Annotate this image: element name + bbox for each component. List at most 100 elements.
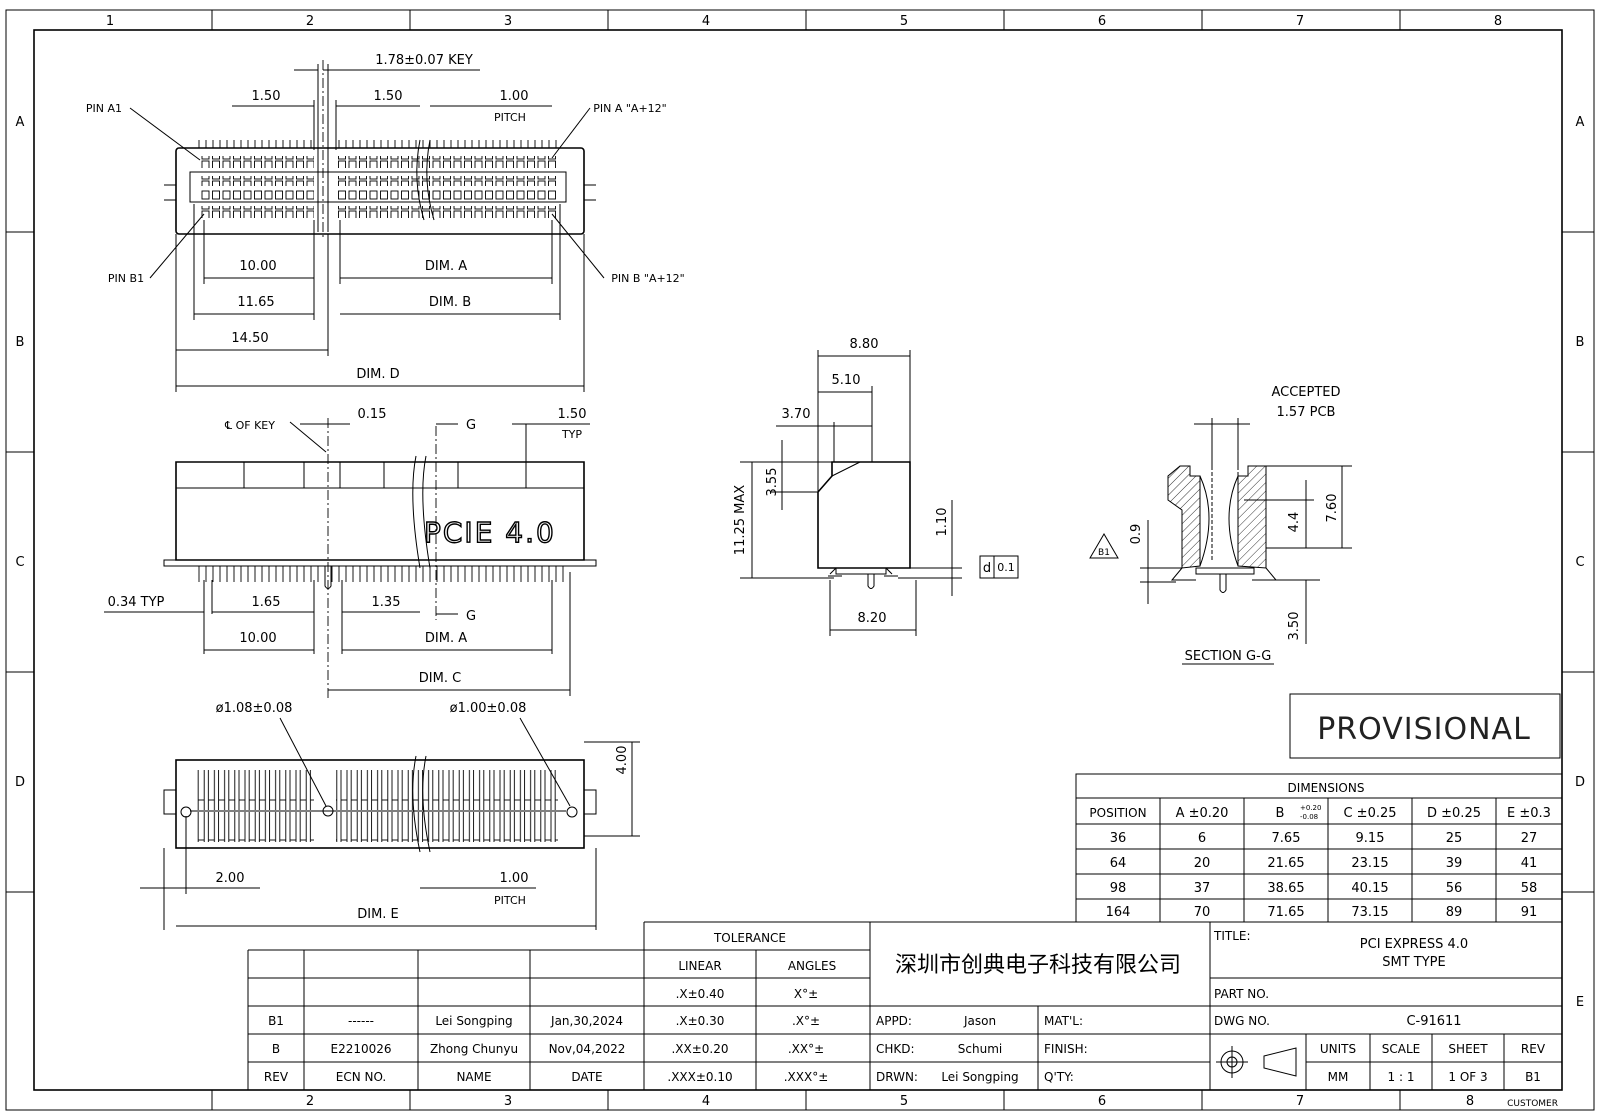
rev-cell: B1 (268, 1014, 284, 1028)
table-header: E ±0.3 (1507, 806, 1551, 821)
dim-1-65: 1.65 (252, 595, 281, 610)
appd-value: Jason (963, 1014, 996, 1028)
table-cell: 23.15 (1351, 856, 1388, 871)
date-cell: Jan,30,2024 (550, 1014, 623, 1028)
dimensions-title: DIMENSIONS (1288, 781, 1365, 795)
scale-value: 1 : 1 (1388, 1070, 1415, 1084)
side-view: 8.80 5.10 3.70 3.55 11.25 MAX 1.10 d 0.1… (733, 337, 1019, 636)
b-tolerance-minus: -0.08 (1300, 813, 1318, 821)
table-cell: 98 (1110, 881, 1127, 896)
units-value: MM (1328, 1070, 1349, 1084)
col-label: 8 (1466, 1094, 1474, 1109)
rev-header: REV (264, 1070, 289, 1084)
dim-0-15: 0.15 (358, 407, 387, 422)
dim-4-4: 4.4 (1287, 512, 1302, 533)
tolerance-angle: .XX°± (788, 1042, 824, 1056)
tolerance-angle: X°± (794, 987, 818, 1001)
projection-symbol-icon (1216, 1046, 1297, 1078)
table-cell: 21.65 (1267, 856, 1304, 871)
provisional-label: PROVISIONAL (1317, 712, 1531, 747)
table-cell: 9.15 (1356, 831, 1385, 846)
tolerance-angle: .XXX°± (784, 1070, 829, 1084)
rev-b1-triangle: B1 (1098, 548, 1110, 558)
dim-c-label: DIM. C (419, 671, 461, 686)
chkd-label: CHKD: (876, 1042, 915, 1056)
table-cell: 36 (1110, 831, 1127, 846)
title-label: TITLE: (1213, 929, 1251, 943)
pcb-thickness: 1.57 PCB (1277, 405, 1336, 420)
dim-11-65: 11.65 (237, 295, 274, 310)
dim-10-00: 10.00 (239, 259, 276, 274)
col-label: 6 (1098, 14, 1106, 29)
row-label: A (1576, 115, 1585, 130)
table-cell: 38.65 (1267, 881, 1304, 896)
tolerance-angle: .X°± (792, 1014, 820, 1028)
dim-1-35: 1.35 (372, 595, 401, 610)
date-header: DATE (571, 1070, 602, 1084)
name-header: NAME (456, 1070, 491, 1084)
dim-1-50-right: 1.50 (374, 89, 403, 104)
title-block: TOLERANCE LINEAR ANGLES .X±0.40 X°± .X±0… (644, 921, 1562, 1090)
finish-label: FINISH: (1044, 1042, 1088, 1056)
rev-value: B1 (1525, 1070, 1541, 1084)
centerline-key-label: ℄ OF KEY (224, 419, 275, 432)
table-cell: 20 (1194, 856, 1211, 871)
table-cell: 39 (1446, 856, 1463, 871)
pin-a-end-label: PIN A "A+12" (593, 102, 666, 115)
table-cell: 58 (1521, 881, 1538, 896)
table-cell: 40.15 (1351, 881, 1388, 896)
section-mark-top: G (466, 418, 476, 433)
col-label: 7 (1296, 14, 1304, 29)
table-header: POSITION (1089, 806, 1146, 820)
col-label: 5 (900, 1094, 908, 1109)
col-label: 4 (702, 1094, 710, 1109)
appd-label: APPD: (876, 1014, 912, 1028)
table-cell: 37 (1194, 881, 1211, 896)
table-header: D ±0.25 (1427, 806, 1481, 821)
qty-label: Q'TY: (1044, 1070, 1074, 1084)
dim-14-50: 14.50 (231, 331, 268, 346)
table-cell: 70 (1194, 905, 1211, 920)
dim-0-9: 0.9 (1129, 524, 1144, 545)
pin-b-end-label: PIN B "A+12" (611, 272, 685, 285)
col-label: 8 (1494, 14, 1502, 29)
typ-label: TYP (561, 428, 582, 441)
linear-header: LINEAR (678, 959, 721, 973)
table-header: C ±0.25 (1343, 806, 1396, 821)
tolerance-linear: .X±0.30 (676, 1014, 725, 1028)
flatness-value: 0.1 (997, 561, 1015, 574)
tolerance-linear: .X±0.40 (676, 987, 725, 1001)
ecn-cell: E2210026 (330, 1042, 391, 1056)
pin-b1-label: PIN B1 (108, 272, 144, 285)
ecn-cell: ------ (348, 1014, 374, 1028)
chkd-value: Schumi (958, 1042, 1002, 1056)
table-header: B (1276, 806, 1285, 821)
table-cell: 73.15 (1351, 905, 1388, 920)
dim-1-00-bottom: 1.00 (500, 871, 529, 886)
dim-3-50: 3.50 (1287, 612, 1302, 641)
dim-1-50-typ: 1.50 (558, 407, 587, 422)
hole-dia-1-00: ø1.00±0.08 (450, 701, 527, 716)
material-label: MAT'L: (1044, 1014, 1083, 1028)
table-cell: 71.65 (1267, 905, 1304, 920)
table-cell: 164 (1106, 905, 1131, 920)
table-header: A ±0.20 (1176, 806, 1229, 821)
section-g-g-view: ACCEPTED 1.57 PCB 7.60 4.4 0.9 B1 3.50 S… (1089, 385, 1352, 665)
dim-a-front: DIM. A (425, 631, 467, 646)
dim-10-00-front: 10.00 (239, 631, 276, 646)
dim-8-20: 8.20 (858, 611, 887, 626)
name-cell: Lei Songping (435, 1014, 512, 1028)
col-label: 1 (106, 14, 114, 29)
drwn-value: Lei Songping (941, 1070, 1018, 1084)
ecn-header: ECN NO. (336, 1070, 387, 1084)
accepted-label: ACCEPTED (1271, 385, 1340, 400)
col-label: 2 (306, 14, 314, 29)
dimensions-table: DIMENSIONS POSITION A ±0.20 B +0.20 -0.0… (1075, 773, 1563, 923)
dim-pitch-1-00: 1.00 (500, 89, 529, 104)
row-label: A (16, 115, 25, 130)
row-label: C (1575, 555, 1584, 570)
sheet-value: 1 OF 3 (1448, 1070, 1487, 1084)
dim-3-55: 3.55 (765, 468, 780, 497)
tolerance-linear: .XX±0.20 (671, 1042, 728, 1056)
scale-label: SCALE (1382, 1042, 1420, 1056)
